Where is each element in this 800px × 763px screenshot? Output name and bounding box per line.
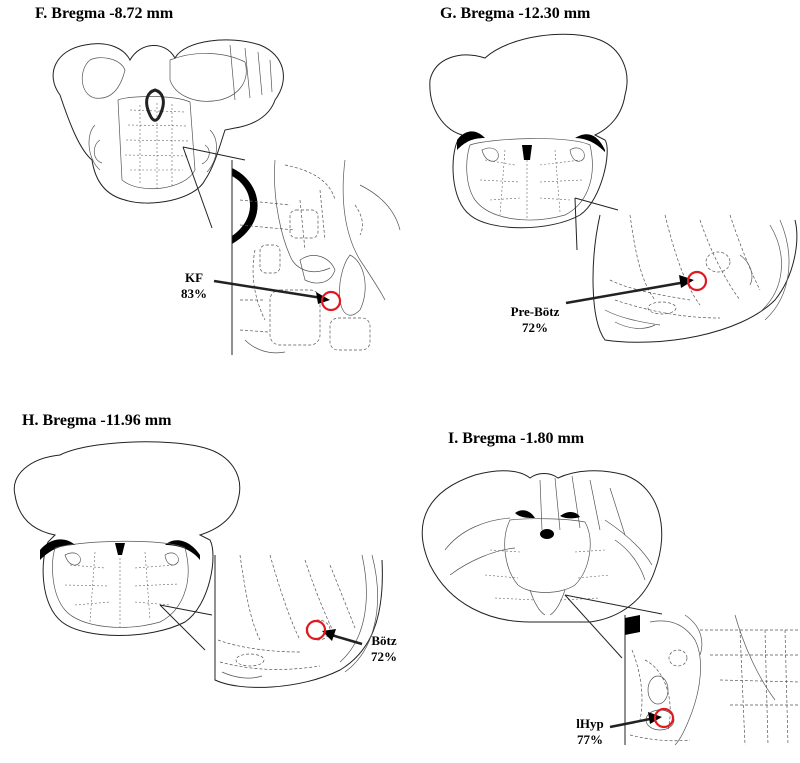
panel-h-drawing <box>13 441 383 688</box>
panel-i-region-name: lHyp <box>576 716 604 731</box>
panel-h-marker-circle <box>305 619 327 641</box>
panel-h-region-percent: 72% <box>371 649 397 664</box>
panel-f-marker-circle <box>320 290 342 312</box>
panel-g-inset <box>592 214 798 343</box>
panel-g-marker-circle <box>686 270 708 292</box>
panel-g-region-label: Pre-Bötz 72% <box>492 304 578 336</box>
panel-f-region-label: KF 83% <box>172 270 216 302</box>
panel-g-region-percent: 72% <box>522 320 548 335</box>
panel-f-inset <box>231 159 401 355</box>
panel-f-drawing <box>52 39 401 355</box>
panel-h-zoom-line-bottom <box>159 604 206 651</box>
panel-i-region-label: lHyp 77% <box>570 716 610 748</box>
panel-i-marker-circle <box>653 707 675 729</box>
panel-g-arrowhead <box>679 275 694 288</box>
panel-i-inset <box>624 614 800 746</box>
panel-h-section-outline <box>13 441 241 636</box>
panel-g: G. Bregma -12.30 mm Pre <box>400 0 800 380</box>
panel-f-title: F. Bregma -8.72 mm <box>35 5 174 22</box>
panel-h-title: H. Bregma -11.96 mm <box>22 412 172 429</box>
panel-f: F. Bregma -8.72 mm <box>0 0 401 380</box>
panel-i-title: I. Bregma -1.80 mm <box>448 430 585 447</box>
panel-h-region-label: Bötz 72% <box>362 633 406 665</box>
panel-g-title: G. Bregma -12.30 mm <box>440 5 591 22</box>
panel-g-drawing <box>429 33 798 343</box>
panel-h-zoom-line-top <box>159 604 213 616</box>
panel-f-section-outline <box>52 39 284 204</box>
panel-h-region-name: Bötz <box>371 633 397 648</box>
panel-g-zoom-line-top <box>574 197 619 211</box>
panel-i-zoom-line-top <box>564 594 663 615</box>
panel-g-zoom-line-bottom <box>574 197 578 251</box>
panel-i-region-percent: 77% <box>577 732 603 747</box>
panel-g-arrow <box>565 280 687 305</box>
panel-i-section-outline <box>421 470 663 623</box>
panel-g-region-name: Pre-Bötz <box>510 304 560 319</box>
panel-f-zoom-line-top <box>182 146 246 161</box>
panel-f-region-percent: 83% <box>181 286 207 301</box>
panel-h-inset <box>214 554 383 688</box>
panel-f-zoom-line-bottom <box>182 146 213 229</box>
panel-i: I. Bregma -1.80 mm <box>400 400 800 763</box>
panel-h: H. Bregma -11.96 mm Bötz 7 <box>0 400 400 763</box>
panel-f-arrow <box>213 279 323 300</box>
panel-g-section-outline <box>429 33 628 229</box>
panel-f-region-name: KF <box>184 270 204 285</box>
panel-i-drawing <box>421 470 800 746</box>
panel-i-arrow <box>609 716 656 729</box>
panel-i-zoom-line-bottom <box>564 594 623 659</box>
